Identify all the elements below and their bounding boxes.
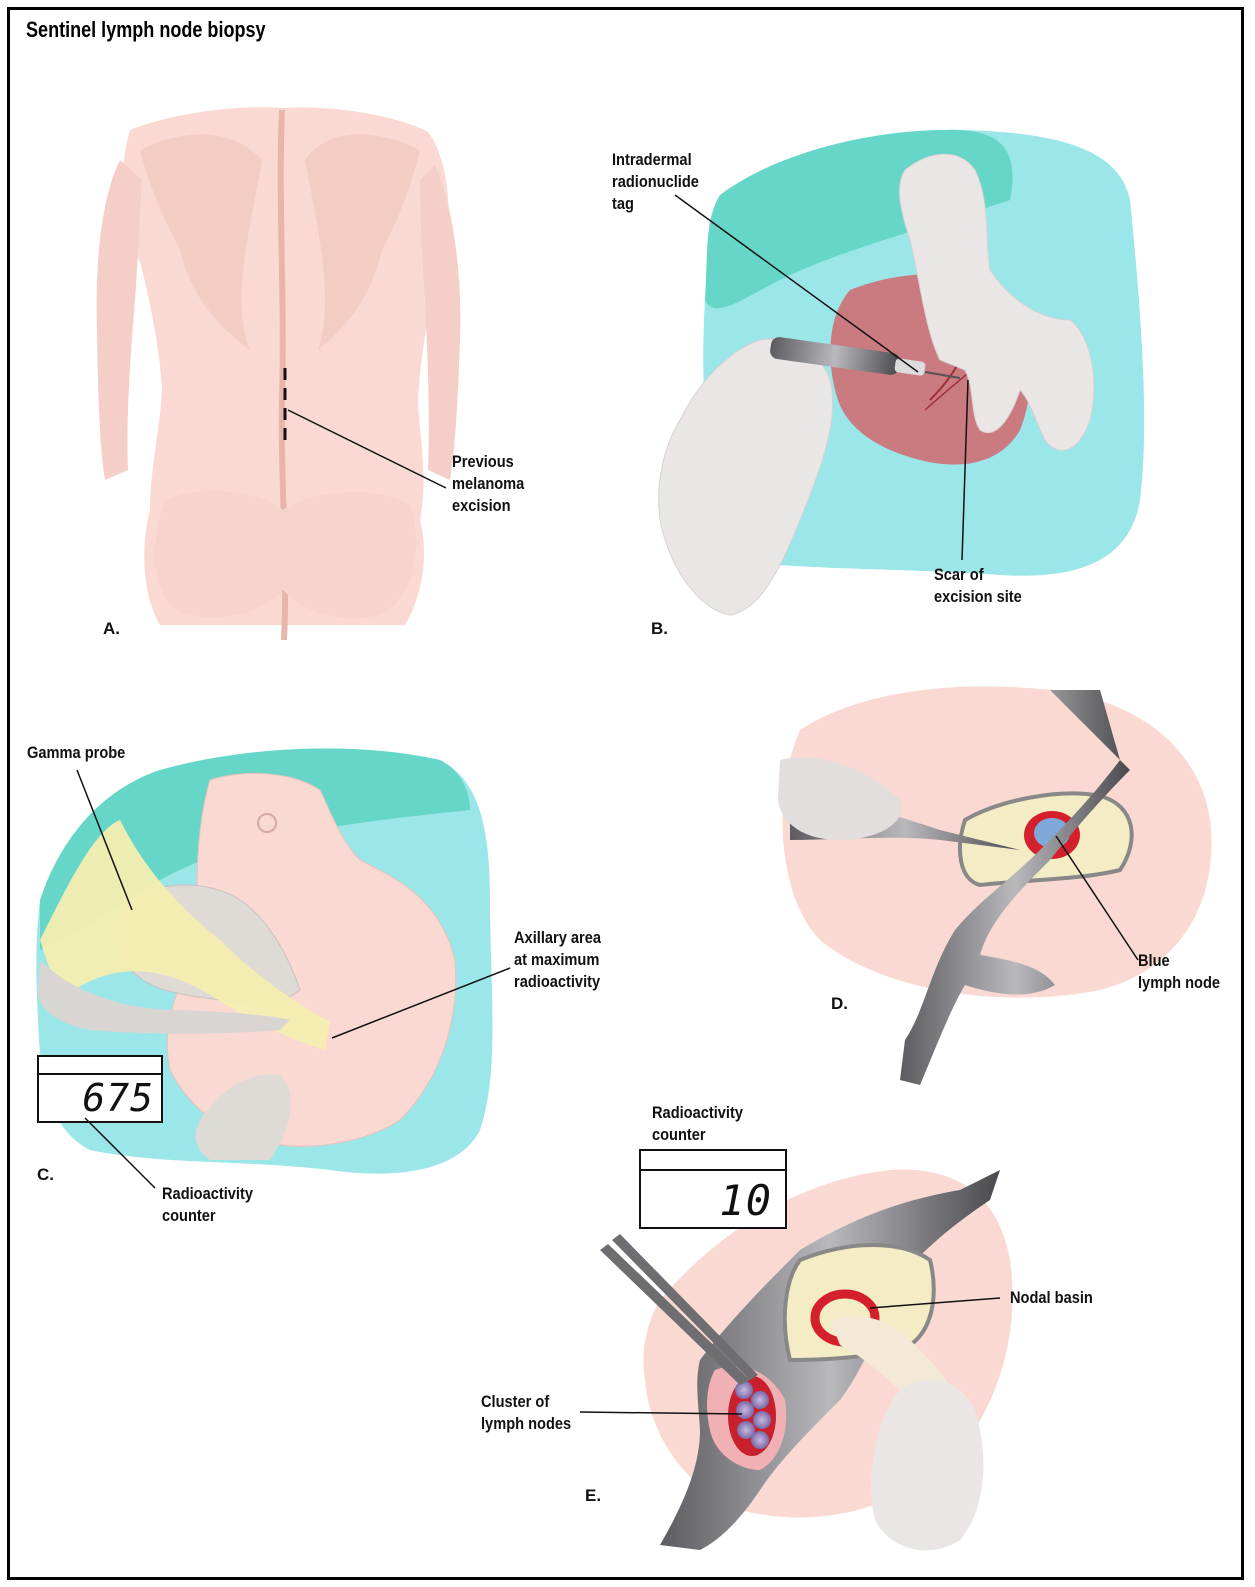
panel-c-letter: C. (37, 1165, 54, 1185)
panel-d-blue-node-illustration (778, 686, 1212, 1085)
panel-b-injection-illustration (659, 130, 1144, 615)
panel-a-back-illustration (97, 107, 461, 640)
label-previous-melanoma-excision: Previous melanoma excision (452, 451, 524, 517)
panel-e-cluster-illustration (580, 1150, 1013, 1550)
label-gamma-probe: Gamma probe (27, 742, 125, 764)
panel-e-letter: E. (585, 1486, 601, 1506)
counter-value-c: 675 (42, 1076, 154, 1120)
left-hand-b (659, 339, 833, 615)
label-nodal-basin: Nodal basin (1010, 1287, 1093, 1309)
panel-c-probe-illustration (36, 749, 510, 1188)
panel-b-letter: B. (651, 619, 668, 639)
label-radioactivity-counter-c: Radioactivity counter (162, 1183, 253, 1227)
left-arm (97, 160, 142, 480)
panel-a-letter: A. (103, 619, 120, 639)
label-radioactivity-counter-e: Radioactivity counter (652, 1102, 743, 1146)
label-intradermal-radionuclide-tag: Intradermal radionuclide tag (612, 149, 699, 215)
counter-value-e: 10 (648, 1176, 772, 1225)
label-axillary-area: Axillary area at maximum radioactivity (514, 927, 601, 993)
label-blue-lymph-node: Blue lymph node (1138, 950, 1220, 994)
label-scar-of-excision-site: Scar of excision site (934, 564, 1022, 608)
label-cluster-of-lymph-nodes: Cluster of lymph nodes (481, 1391, 571, 1435)
panel-d-letter: D. (831, 994, 848, 1014)
